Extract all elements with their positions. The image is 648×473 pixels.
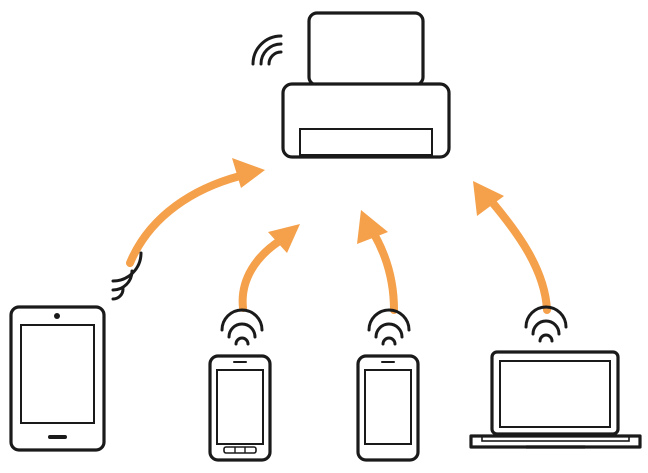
smartphone-1-icon <box>208 354 272 462</box>
arrow-smartphone-2-to-printer <box>357 210 398 314</box>
tablet-wifi-signal-icon <box>111 251 143 301</box>
smartphone-2-wifi-signal-icon <box>367 308 411 346</box>
laptop-icon <box>469 350 642 449</box>
printer-wifi-signal-icon <box>251 34 283 66</box>
smartphone-1-wifi-signal-icon <box>220 308 264 346</box>
smartphone-2-icon <box>356 354 420 462</box>
arrow-laptop-to-printer <box>473 181 551 314</box>
printer-icon <box>281 11 451 159</box>
laptop-wifi-signal-icon <box>524 305 568 343</box>
arrow-tablet-to-printer <box>126 158 265 267</box>
arrow-smartphone-1-to-printer <box>238 224 300 312</box>
tablet-icon <box>9 305 106 452</box>
